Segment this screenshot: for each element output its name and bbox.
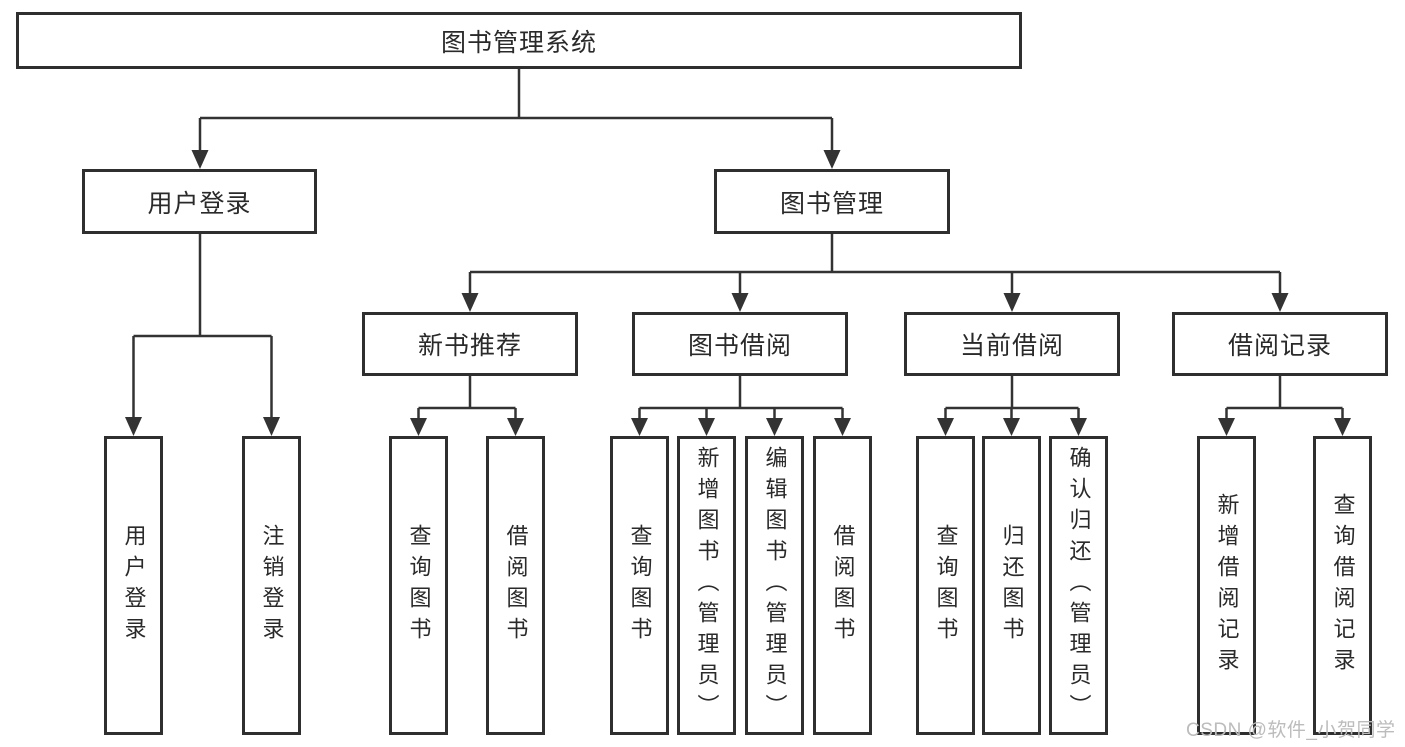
leaf-label: 查询图书 bbox=[406, 523, 432, 648]
arrowhead-icon bbox=[461, 293, 479, 312]
arrowhead-icon bbox=[1003, 293, 1021, 312]
arrowhead-icon bbox=[631, 418, 648, 436]
arrowhead-icon bbox=[731, 293, 749, 312]
arrowhead-icon bbox=[191, 150, 209, 169]
csdn-watermark: CSDN @软件_小贺同学 bbox=[1186, 720, 1396, 741]
leaf-query-books-current: 查询图书 bbox=[916, 436, 975, 735]
node-user-login: 用户登录 bbox=[82, 169, 317, 234]
node-book-management: 图书管理 bbox=[714, 169, 950, 234]
leaf-borrow-books: 借阅图书 bbox=[813, 436, 872, 735]
node-label: 用户登录 bbox=[147, 189, 252, 218]
leaf-edit-book-admin: 编辑图书（管理员） bbox=[745, 436, 804, 735]
arrowhead-icon bbox=[1218, 418, 1235, 436]
arrowhead-icon bbox=[410, 418, 427, 436]
leaf-borrow-books-recommend: 借阅图书 bbox=[486, 436, 545, 735]
leaf-label: 查询图书 bbox=[933, 523, 959, 648]
leaf-query-books-borrow: 查询图书 bbox=[610, 436, 669, 735]
connector-root bbox=[191, 69, 841, 169]
arrowhead-icon bbox=[698, 418, 715, 436]
leaf-label: 查询图书 bbox=[627, 523, 653, 648]
leaf-label: 新增借阅记录 bbox=[1214, 492, 1240, 679]
leaf-label: 用户登录 bbox=[121, 523, 147, 648]
leaf-query-books-recommend: 查询图书 bbox=[389, 436, 448, 735]
arrowhead-icon bbox=[766, 418, 783, 436]
connector-current-borrow bbox=[937, 376, 1087, 436]
node-label: 当前借阅 bbox=[959, 332, 1064, 360]
leaf-confirm-return-admin: 确认归还（管理员） bbox=[1049, 436, 1108, 735]
leaf-add-borrow-record: 新增借阅记录 bbox=[1197, 436, 1256, 735]
leaf-label: 借阅图书 bbox=[830, 523, 856, 648]
leaf-logout: 注销登录 bbox=[242, 436, 301, 735]
arrowhead-icon bbox=[937, 418, 954, 436]
arrowhead-icon bbox=[834, 418, 851, 436]
connector-borrow-records bbox=[1218, 376, 1351, 436]
leaf-user-login: 用户登录 bbox=[104, 436, 163, 735]
node-book-borrow: 图书借阅 bbox=[632, 312, 848, 376]
connector-book-management bbox=[461, 234, 1289, 312]
leaf-label: 归还图书 bbox=[999, 523, 1025, 648]
leaf-add-book-admin: 新增图书（管理员） bbox=[677, 436, 736, 735]
connector-new-book-recommend bbox=[410, 376, 524, 436]
leaf-label: 编辑图书（管理员） bbox=[762, 446, 788, 725]
connector-user-login bbox=[125, 234, 280, 436]
leaf-label: 注销登录 bbox=[259, 523, 285, 648]
node-label: 图书管理 bbox=[779, 189, 884, 218]
node-label: 借阅记录 bbox=[1227, 332, 1332, 360]
arrowhead-icon bbox=[1003, 418, 1020, 436]
node-label: 新书推荐 bbox=[417, 332, 522, 360]
node-label: 图书借阅 bbox=[687, 332, 792, 360]
arrowhead-icon bbox=[507, 418, 524, 436]
leaf-label: 新增图书（管理员） bbox=[694, 446, 720, 725]
leaf-label: 借阅图书 bbox=[503, 523, 529, 648]
leaf-query-borrow-record: 查询借阅记录 bbox=[1313, 436, 1372, 735]
arrowhead-icon bbox=[1271, 293, 1289, 312]
arrowhead-icon bbox=[823, 150, 841, 169]
node-root-library-management-system: 图书管理系统 bbox=[16, 12, 1022, 69]
arrowhead-icon bbox=[1070, 418, 1087, 436]
arrowhead-icon bbox=[125, 417, 142, 436]
node-label: 图书管理系统 bbox=[440, 28, 597, 57]
node-borrow-records: 借阅记录 bbox=[1172, 312, 1388, 376]
leaf-return-book: 归还图书 bbox=[982, 436, 1041, 735]
arrowhead-icon bbox=[1334, 418, 1351, 436]
leaf-label: 确认归还（管理员） bbox=[1066, 446, 1092, 725]
node-new-book-recommend: 新书推荐 bbox=[362, 312, 578, 376]
leaf-label: 查询借阅记录 bbox=[1330, 492, 1356, 679]
connector-book-borrow bbox=[631, 376, 851, 436]
arrowhead-icon bbox=[263, 417, 280, 436]
node-current-borrow: 当前借阅 bbox=[904, 312, 1120, 376]
